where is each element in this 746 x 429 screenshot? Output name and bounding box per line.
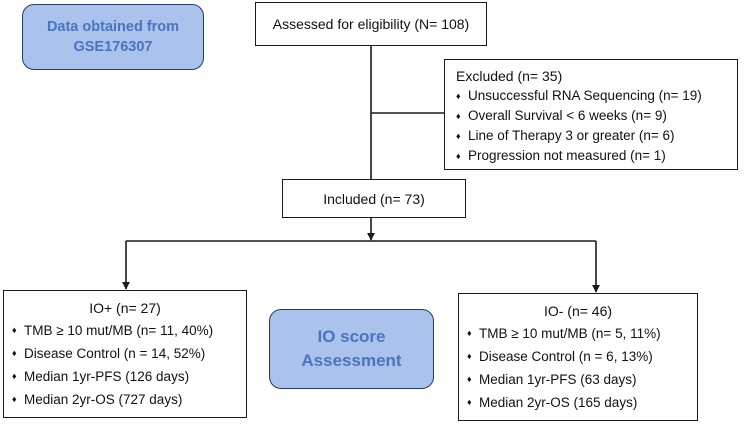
io-positive-list: ♦TMB ≥ 10 mut/MB (n= 11, 40%) ♦Disease C… [12, 319, 246, 411]
diamond-bullet-icon: ♦ [467, 328, 472, 338]
diamond-bullet-icon: ♦ [467, 374, 472, 384]
diamond-bullet-icon: ♦ [12, 371, 17, 381]
io-positive-item: ♦Disease Control (n = 14, 52%) [12, 342, 246, 365]
io-positive-item: ♦Median 2yr-OS (727 days) [12, 388, 246, 411]
diamond-bullet-icon: ♦ [12, 348, 17, 358]
diamond-bullet-icon: ♦ [12, 394, 17, 404]
io-negative-list: ♦TMB ≥ 10 mut/MB (n= 5, 11%) ♦Disease Co… [467, 322, 697, 414]
assessed-label: Assessed for eligibility (N= 108) [272, 16, 470, 32]
excluded-title: Excluded (n= 35) [456, 68, 563, 84]
diamond-bullet-icon: ♦ [12, 325, 17, 335]
io-negative-item: ♦Median 2yr-OS (165 days) [467, 391, 697, 414]
io-negative-item: ♦Median 1yr-PFS (63 days) [467, 368, 697, 391]
data-source-line2: GSE176307 [73, 39, 153, 55]
data-source-line1: Data obtained from [46, 19, 180, 35]
io-positive-box: IO+ (n= 27) ♦TMB ≥ 10 mut/MB (n= 11, 40%… [3, 290, 247, 418]
diamond-bullet-icon: ♦ [456, 111, 461, 121]
excluded-item: ♦Line of Therapy 3 or greater (n= 6) [456, 126, 737, 146]
io-negative-title: IO- (n= 46) [543, 303, 613, 319]
excluded-box: Excluded (n= 35) ♦Unsuccessful RNA Seque… [444, 59, 738, 170]
diamond-bullet-icon: ♦ [456, 131, 461, 141]
diamond-bullet-icon: ♦ [456, 91, 461, 101]
excluded-item: ♦Unsuccessful RNA Sequencing (n= 19) [456, 86, 737, 106]
diamond-bullet-icon: ♦ [456, 151, 461, 161]
excluded-item: ♦Overall Survival < 6 weeks (n= 9) [456, 106, 737, 126]
diamond-bullet-icon: ♦ [467, 397, 472, 407]
excluded-list: ♦Unsuccessful RNA Sequencing (n= 19) ♦Ov… [456, 86, 737, 166]
io-positive-item: ♦TMB ≥ 10 mut/MB (n= 11, 40%) [12, 319, 246, 342]
io-score-assessment-pill: IO score Assessment [269, 309, 434, 389]
io-negative-item: ♦TMB ≥ 10 mut/MB (n= 5, 11%) [467, 322, 697, 345]
io-positive-item: ♦Median 1yr-PFS (126 days) [12, 365, 246, 388]
included-label: Included (n= 73) [323, 190, 425, 207]
io-score-line1: IO score [317, 327, 386, 346]
io-negative-item: ♦Disease Control (n = 6, 13%) [467, 345, 697, 368]
included-box: Included (n= 73) [282, 179, 466, 218]
excluded-item: ♦Progression not measured (n= 1) [456, 146, 737, 166]
io-score-line2: Assessment [301, 351, 402, 370]
io-negative-box: IO- (n= 46) ♦TMB ≥ 10 mut/MB (n= 5, 11%)… [458, 293, 698, 421]
assessed-box: Assessed for eligibility (N= 108) [255, 2, 487, 46]
diamond-bullet-icon: ♦ [467, 351, 472, 361]
data-source-pill: Data obtained from GSE176307 [22, 4, 204, 70]
io-positive-title: IO+ (n= 27) [89, 300, 161, 316]
